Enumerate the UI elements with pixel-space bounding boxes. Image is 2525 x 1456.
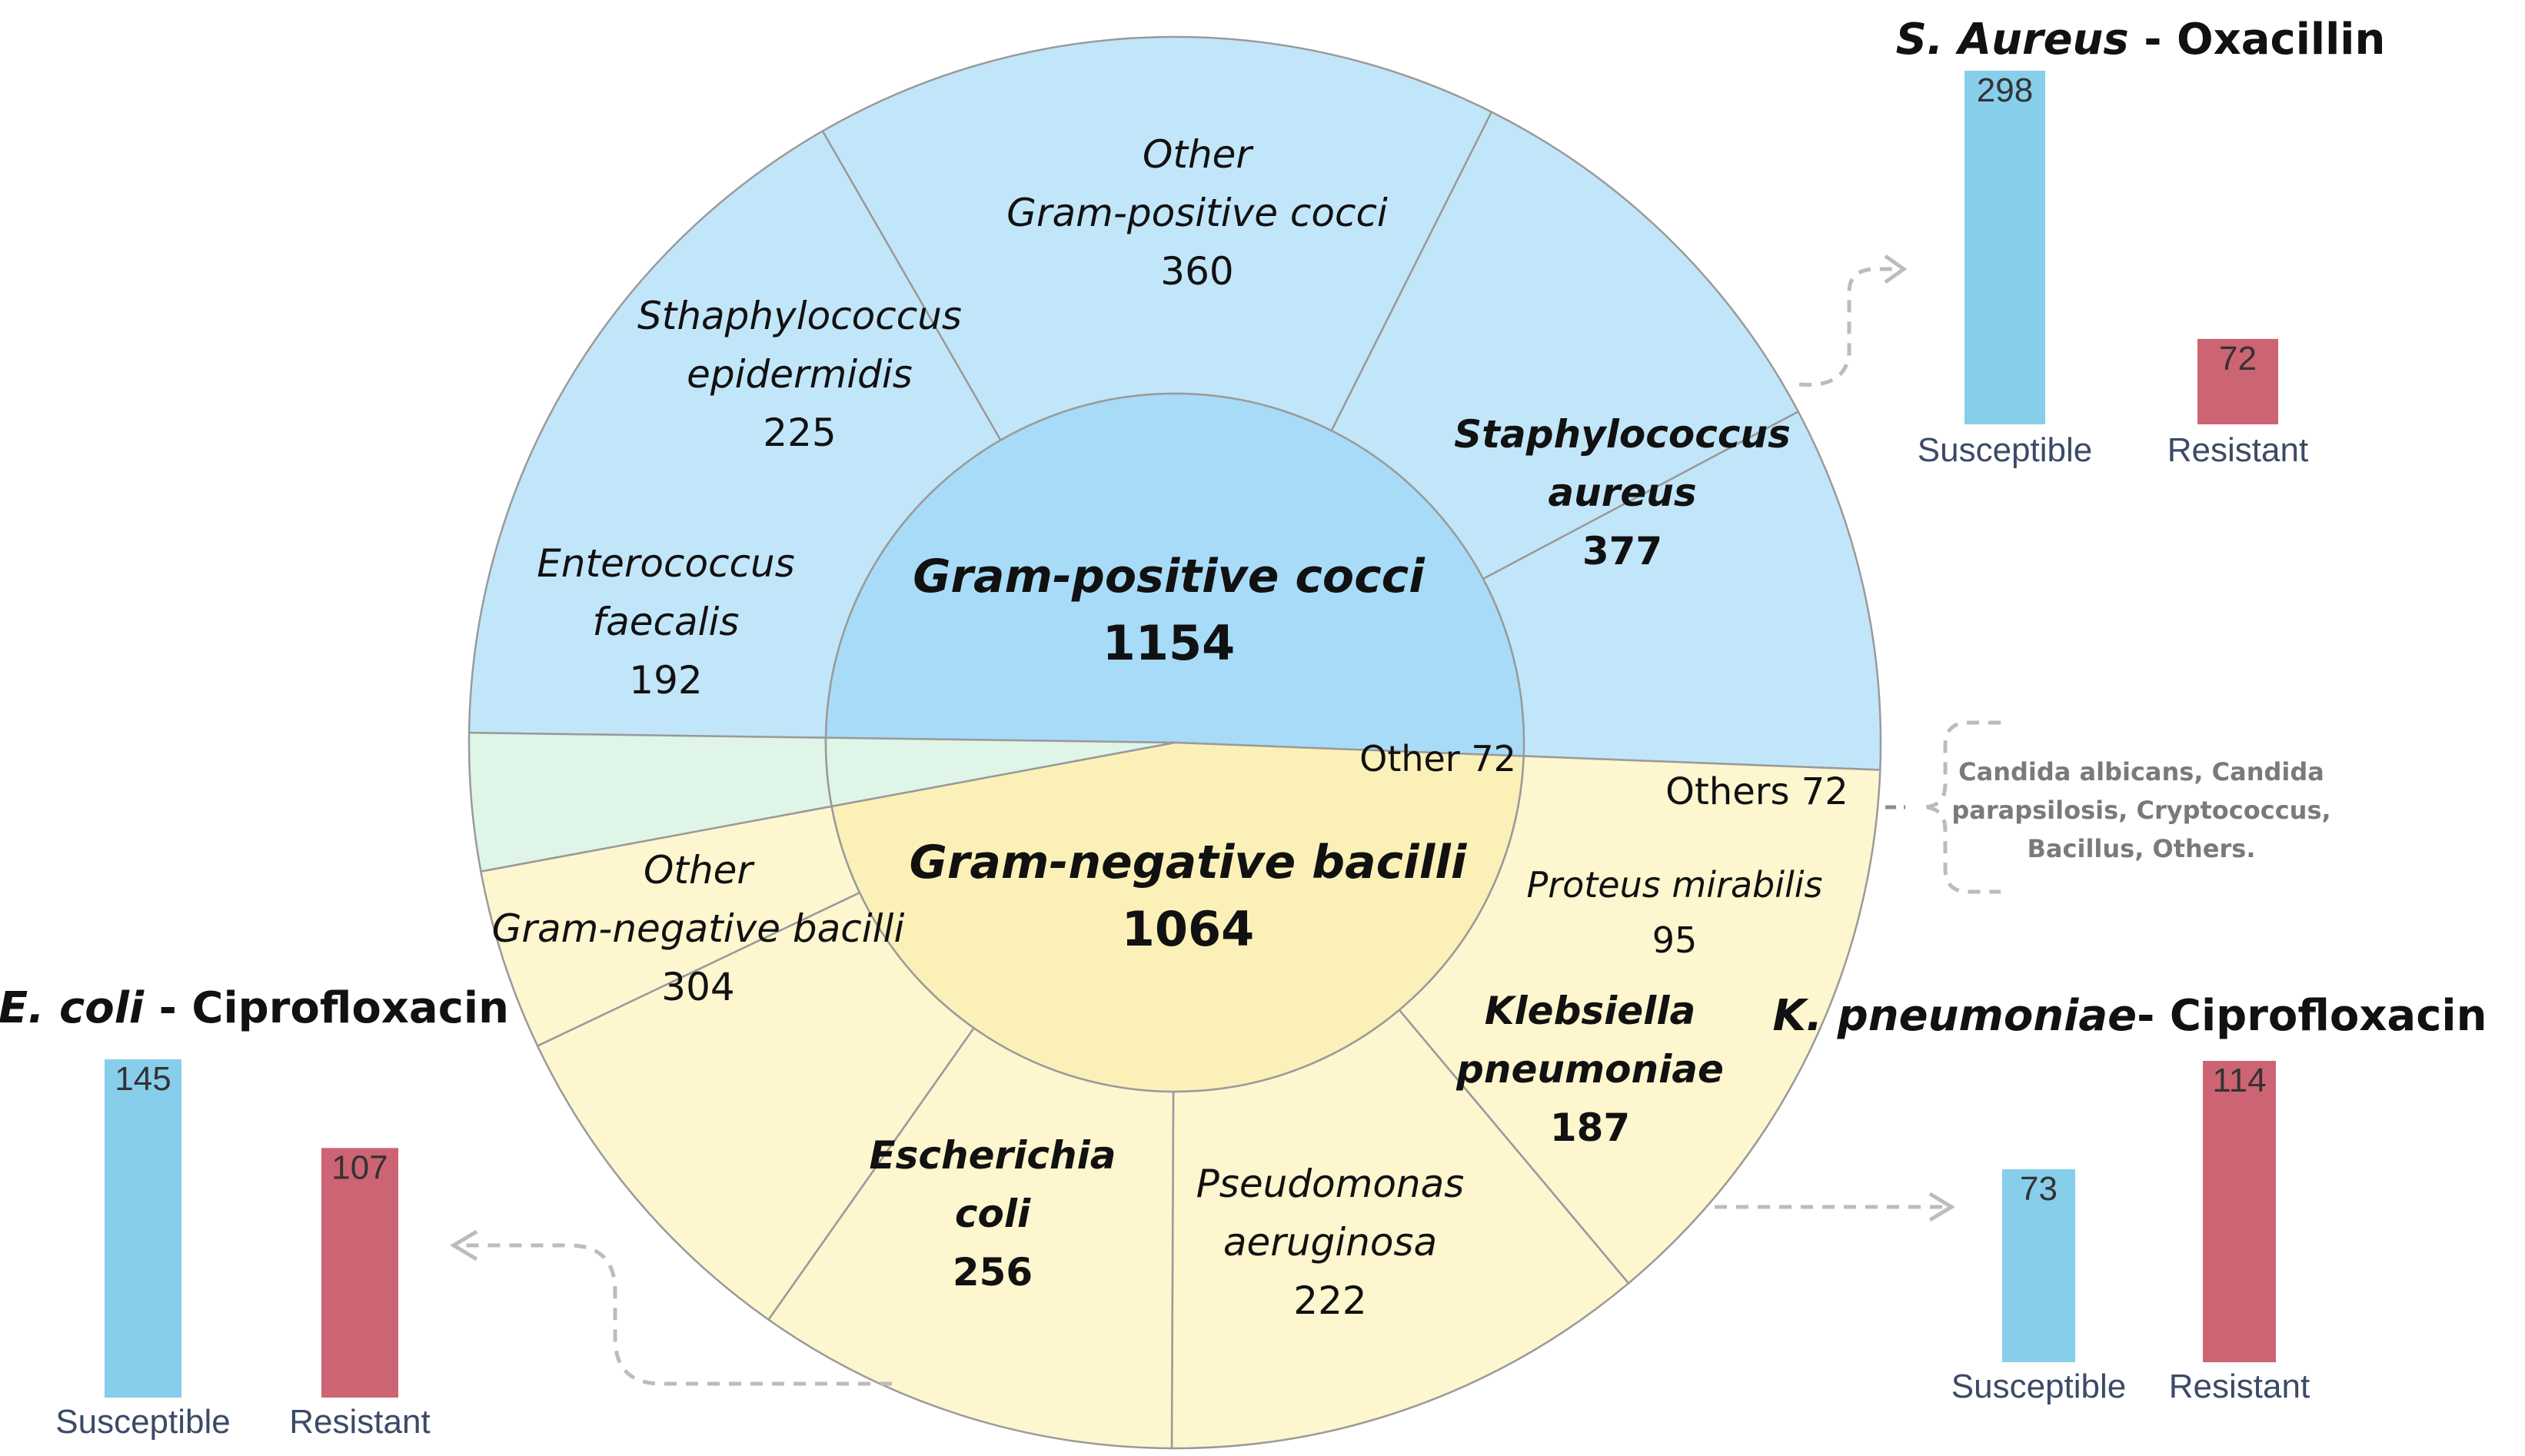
bar-susceptible [105,1059,181,1398]
bar-resistant [321,1148,398,1398]
bar-value-label: 72 [2219,340,2257,377]
outer-label-line1: Other [1143,132,1254,177]
bar-category-label: Resistant [2169,1368,2310,1405]
outer-label-line2: aeruginosa [1223,1220,1437,1265]
bar-resistant [2203,1061,2276,1362]
bar-chart-title: E. coli - Ciprofloxacin [0,983,509,1033]
outer-label-line2: Gram-negative bacilli [492,906,905,951]
connector-line [1798,267,1899,387]
outer-label-value: 377 [1582,529,1662,573]
bar-susceptible [1964,71,2045,424]
inner-segment-other [824,736,1176,808]
others-note-line: Candida albicans, Candida [1958,757,2324,786]
outer-label-line1: Staphylococcus [1454,412,1791,457]
bar-chart-title-rest: - Ciprofloxacin [2137,991,2487,1041]
bar-chart-title: S. Aureus - Oxacillin [1896,15,2386,65]
bar-value-label: 107 [331,1149,388,1186]
bar-chart-title-italic: S. Aureus [1896,15,2129,65]
bar-susceptible [2002,1168,2075,1362]
bar-category-label: Susceptible [1918,431,2092,469]
outer-label-line2: faecalis [593,600,740,644]
inner-label-other: Other 72 [1359,738,1516,780]
outer-label-value: 304 [661,965,734,1009]
inner-label-name: Gram-negative bacilli [910,836,1468,889]
outer-label-line1: Proteus mirabilis [1526,864,1822,906]
outer-label-line2: Gram-positive cocci [1006,191,1388,235]
bar-category-label: Resistant [289,1403,430,1441]
outer-label-others: Others 72 [1665,770,1848,813]
bar-value-label: 73 [2020,1170,2058,1208]
bar-chart-title: K. pneumoniae- Ciprofloxacin [1773,991,2487,1041]
bar-value-label: 298 [1977,71,2033,109]
connector-arrowhead [450,1229,478,1262]
outer-label-value: 225 [763,411,836,455]
connector-arrowhead [1928,1192,1955,1222]
others-note-line: Bacillus, Others. [2028,834,2256,863]
outer-label-line2: coli [955,1192,1031,1236]
connector-arrows: Candida albicans, Candida parapsilosis, C… [450,254,2331,1386]
bar-chart-title-rest: - Ciprofloxacin [144,983,509,1033]
outer-label-line2: pneumoniae [1455,1047,1724,1092]
connector-line [461,1243,892,1386]
outer-label-line1: Klebsiella [1485,989,1695,1033]
bar-chart-title-italic: K. pneumoniae [1773,991,2137,1041]
others-note-line: parapsilosis, Cryptococcus, [1951,796,2330,825]
inner-segment-gram-positive-cocci [824,392,1525,757]
outer-label-line1: Sthaphylococcus [637,294,962,338]
connector-arrowhead [1884,254,1908,284]
inner-label-name: Gram-positive cocci [913,550,1426,603]
outer-label-value: 192 [629,658,702,703]
bar-category-label: Susceptible [55,1403,230,1441]
outer-label-value: 256 [953,1250,1033,1295]
inner-segment-gram-negative-bacilli [830,741,1525,1093]
outer-label-line2: epidermidis [687,352,913,397]
inner-label-value: 1064 [1122,901,1255,957]
outer-label-line1: Escherichia [870,1133,1116,1178]
bar-value-label: 114 [2212,1062,2266,1099]
inner-label-value: 1154 [1103,615,1236,671]
bar-value-label: 145 [115,1060,171,1098]
outer-label-value: 95 [1652,919,1698,961]
bar-category-label: Resistant [2167,431,2308,469]
bar-resistant [2197,338,2278,424]
bar-chart-title-italic: E. coli [0,983,145,1033]
outer-label-line1: Other [644,848,755,893]
bar-category-label: Susceptible [1951,1368,2126,1405]
outer-label-value: 187 [1550,1105,1630,1150]
outer-label-line2: aureus [1548,470,1696,515]
bar-chart-title-rest: - Oxacillin [2129,15,2386,65]
outer-label-line1: Pseudomonas [1196,1162,1465,1206]
outer-label-value: 222 [1293,1278,1366,1323]
outer-label-value: 360 [1160,249,1233,294]
outer-label-line1: Enterococcus [537,541,795,586]
